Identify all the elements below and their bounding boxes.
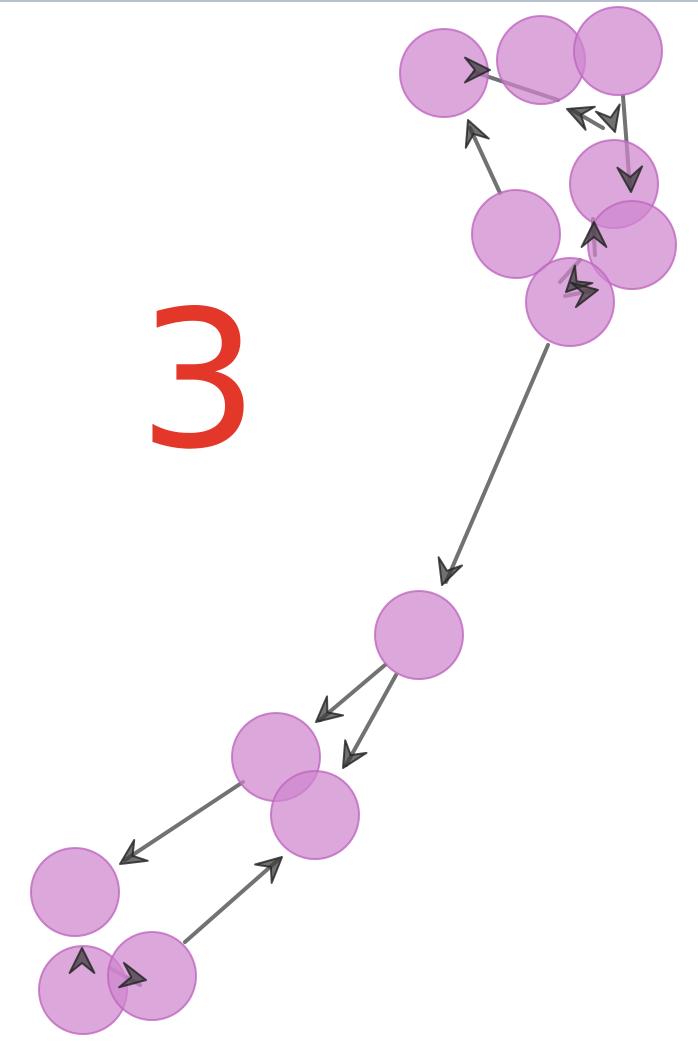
edge-9 xyxy=(123,780,245,862)
arrowhead-12 xyxy=(68,947,96,974)
edge-6 xyxy=(444,343,550,584)
panel-label: 3 xyxy=(138,270,259,491)
node-13 xyxy=(107,931,197,1021)
edge-2 xyxy=(468,126,502,195)
arrowhead-10 xyxy=(119,839,149,865)
node-11 xyxy=(30,847,120,937)
arrowhead-1 xyxy=(464,56,491,84)
node-5 xyxy=(471,189,561,279)
edge-8 xyxy=(344,673,398,767)
node-8 xyxy=(374,590,464,680)
node-3 xyxy=(573,6,663,96)
edge-10 xyxy=(183,858,280,944)
arrowhead-4 xyxy=(566,105,596,131)
node-7 xyxy=(525,257,615,347)
node-layer xyxy=(30,6,677,1035)
edge-7 xyxy=(318,663,387,722)
arrowhead-15 xyxy=(570,281,599,309)
arrowhead-11 xyxy=(254,856,283,884)
arrowhead-9 xyxy=(342,739,368,769)
node-2 xyxy=(496,15,586,105)
top-border xyxy=(0,0,698,2)
arrowhead-5 xyxy=(594,103,621,133)
node-10 xyxy=(270,770,360,860)
arrowhead-8 xyxy=(315,695,345,723)
arrowhead-3 xyxy=(616,165,644,193)
node-6 xyxy=(587,200,677,290)
arrowhead-6 xyxy=(580,221,608,248)
arrowhead-13 xyxy=(118,961,147,989)
arrowhead-7 xyxy=(437,556,463,586)
arrowhead-2 xyxy=(464,119,490,149)
node-1 xyxy=(399,28,489,118)
arrowhead-layer xyxy=(68,56,644,989)
